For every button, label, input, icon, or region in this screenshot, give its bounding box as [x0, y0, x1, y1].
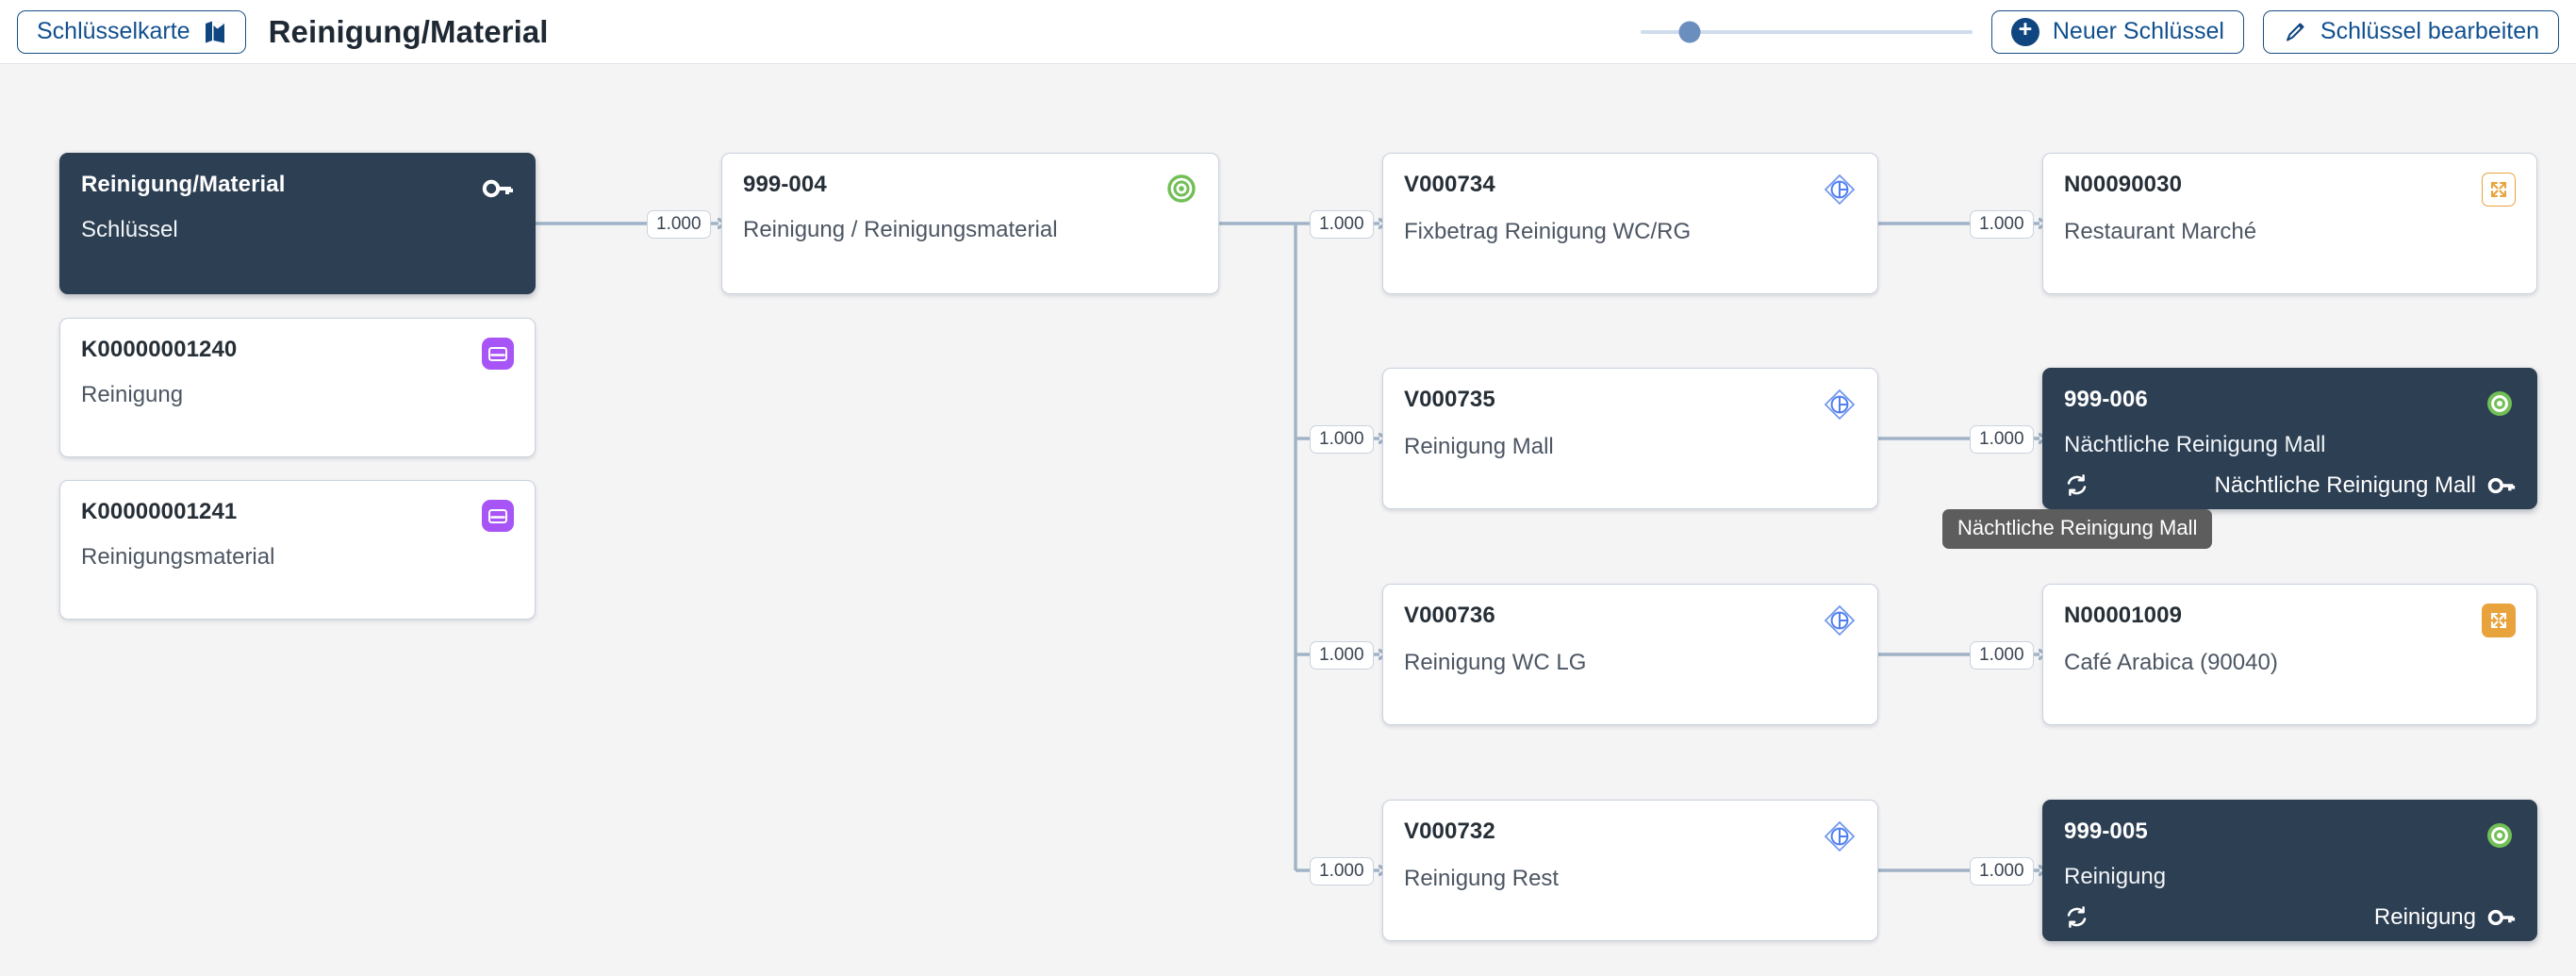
toolbar-right-group: + Neuer Schlüssel Schlüssel bearbeiten [1640, 9, 2576, 54]
zoom-slider[interactable] [1640, 10, 1973, 54]
node-card-root[interactable]: Reinigung/Material Schlüssel [59, 153, 536, 294]
pie-diamond-icon [1823, 604, 1857, 637]
node-label: Fixbetrag Reinigung WC/RG [1404, 219, 1692, 244]
node-footer-group: Nächtliche Reinigung Mall [2215, 471, 2516, 500]
schluesselkarte-button-label: Schlüsselkarte [37, 18, 190, 44]
edge-weight-label: 1.000 [1310, 210, 1374, 239]
node-code: V000732 [1404, 819, 1495, 844]
node-code: 999-006 [2064, 387, 2148, 412]
node-code: V000736 [1404, 603, 1495, 628]
node-card-v000734[interactable]: V000734 Fixbetrag Reinigung WC/RG [1382, 153, 1878, 294]
node-card-v000732[interactable]: V000732 Reinigung Rest [1382, 800, 1878, 941]
node-head: K00000001241 [81, 500, 514, 532]
tooltip: Nächtliche Reinigung Mall [1942, 509, 2213, 549]
node-card-n00090030[interactable]: N00090030 Restaurant Marché [2042, 153, 2537, 294]
expand-icon [2482, 604, 2516, 637]
node-head: K00000001240 [81, 338, 514, 370]
zoom-slider-track [1640, 29, 1973, 34]
node-label: Reinigung Rest [1404, 866, 1560, 891]
graph-canvas[interactable]: 1.000 1.000 1.000 1.000 1.000 1.000 1.00… [0, 64, 2576, 976]
edge-weight-label: 1.000 [1310, 857, 1374, 885]
node-code: N00001009 [2064, 603, 2183, 628]
edge-weight-label: 1.000 [1970, 857, 2034, 885]
node-code: V000735 [1404, 387, 1495, 412]
node-label: Reinigung Mall [1404, 434, 1554, 459]
node-card-999-005[interactable]: 999-005 Reinigung Reinigung [2042, 800, 2537, 941]
page-title: Reinigung/Material [268, 13, 549, 49]
node-card-k00000001240[interactable]: K00000001240 Reinigung [59, 318, 536, 457]
node-head: 999-004 [743, 173, 1197, 205]
node-code: K00000001241 [81, 499, 238, 524]
card-icon [482, 338, 514, 370]
node-head: 999-005 [2064, 819, 2516, 852]
node-head: N00090030 [2064, 173, 2516, 207]
edge-weight-label: 1.000 [1310, 425, 1374, 454]
node-label: Café Arabica (90040) [2064, 650, 2278, 675]
pie-diamond-icon [1823, 173, 1857, 207]
node-card-v000735[interactable]: V000735 Reinigung Mall [1382, 368, 1878, 509]
pencil-icon [2283, 20, 2307, 44]
node-code: 999-004 [743, 172, 827, 197]
edge-weight-label: 1.000 [1310, 641, 1374, 670]
node-head: V000734 [1404, 173, 1857, 207]
node-card-k00000001241[interactable]: K00000001241 Reinigungsmaterial [59, 480, 536, 620]
node-card-n00001009[interactable]: N00001009 Café Arabica (90040) [2042, 584, 2537, 725]
node-code: Reinigung/Material [81, 172, 286, 197]
card-icon [482, 500, 514, 532]
node-label: Nächtliche Reinigung Mall [2064, 432, 2326, 457]
refresh-icon [2064, 904, 2089, 930]
target-icon [2484, 388, 2516, 420]
edge-weight-label: 1.000 [1970, 425, 2034, 454]
schluesselkarte-button[interactable]: Schlüsselkarte [17, 9, 246, 54]
node-footer-group: Reinigung [2374, 903, 2516, 932]
node-head: V000736 [1404, 604, 1857, 637]
node-head: 999-006 [2064, 388, 2516, 420]
node-code: N00090030 [2064, 172, 2183, 197]
node-code: K00000001240 [81, 337, 238, 362]
node-head: N00001009 [2064, 604, 2516, 637]
edge-layer [536, 64, 2576, 976]
node-head: V000732 [1404, 819, 1857, 853]
node-label: Reinigung [2064, 864, 2167, 889]
zoom-slider-thumb[interactable] [1678, 21, 1701, 42]
edge-weight-label: 1.000 [647, 210, 711, 239]
target-icon [1165, 173, 1197, 205]
node-code: 999-005 [2064, 819, 2148, 844]
node-card-v000736[interactable]: V000736 Reinigung WC LG [1382, 584, 1878, 725]
node-label: Reinigung [81, 382, 184, 407]
node-footer-label: Reinigung [2373, 903, 2476, 930]
schluessel-bearbeiten-button[interactable]: Schlüssel bearbeiten [2262, 9, 2559, 54]
node-label: Reinigung / Reinigungsmaterial [743, 217, 1058, 242]
pie-diamond-icon [1823, 819, 1857, 853]
node-footer: Reinigung [2064, 903, 2516, 932]
map-icon [204, 20, 226, 44]
neuer-schluessel-button-label: Neuer Schlüssel [2052, 18, 2224, 44]
neuer-schluessel-button[interactable]: + Neuer Schlüssel [1990, 9, 2244, 54]
key-icon [482, 173, 514, 205]
refresh-icon [2064, 472, 2089, 498]
app-toolbar: Schlüsselkarte Reinigung/Material + Neue… [0, 0, 2576, 64]
node-label: Reinigungsmaterial [81, 544, 275, 570]
node-code: V000734 [1404, 172, 1495, 197]
node-label: Reinigung WC LG [1404, 650, 1587, 675]
edge-weight-label: 1.000 [1970, 210, 2034, 239]
edge-weight-label: 1.000 [1970, 641, 2034, 670]
pie-diamond-icon [1823, 388, 1857, 422]
node-label: Restaurant Marché [2064, 219, 2257, 244]
key-icon [2487, 471, 2516, 500]
schluessel-bearbeiten-button-label: Schlüssel bearbeiten [2320, 18, 2539, 44]
node-footer-label: Nächtliche Reinigung Mall [2214, 471, 2476, 498]
expand-icon [2482, 173, 2516, 207]
node-footer: Nächtliche Reinigung Mall [2064, 471, 2516, 500]
node-head: Reinigung/Material [81, 173, 514, 205]
key-icon [2487, 903, 2516, 932]
node-card-999-006[interactable]: 999-006 Nächtliche Reinigung Mall [2042, 368, 2537, 509]
node-card-999-004[interactable]: 999-004 Reinigung / Reinigungsmaterial [721, 153, 1219, 294]
node-head: V000735 [1404, 388, 1857, 422]
plus-circle-icon: + [2010, 17, 2039, 46]
node-label: Schlüssel [81, 217, 178, 242]
target-icon [2484, 819, 2516, 852]
